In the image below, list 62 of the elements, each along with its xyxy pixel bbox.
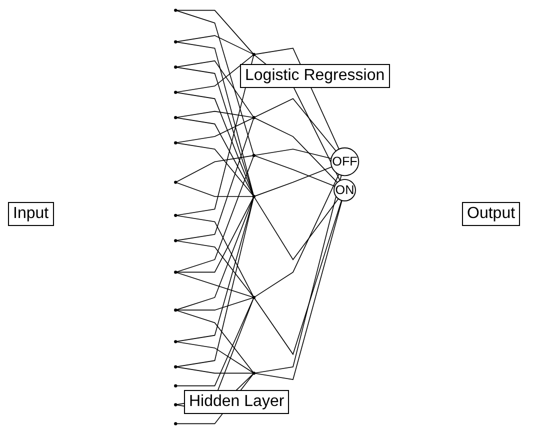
node-circle: OFF	[330, 147, 360, 176]
connector	[254, 148, 332, 159]
connector	[176, 197, 254, 310]
node-circle	[252, 194, 256, 198]
node-circle	[174, 239, 178, 242]
connector	[254, 98, 336, 152]
node-circle	[174, 340, 178, 344]
connector	[176, 118, 254, 144]
connector	[176, 310, 254, 373]
connector	[176, 110, 254, 118]
connector	[254, 166, 332, 196]
connector	[176, 10, 254, 54]
node-circle	[174, 141, 178, 144]
connector	[176, 117, 254, 196]
text-label: Hidden Layer	[184, 390, 290, 414]
connector	[254, 174, 340, 298]
connector	[176, 118, 254, 241]
node-circle	[174, 8, 178, 12]
node-circle	[252, 154, 256, 158]
node-circle	[174, 180, 178, 184]
connector	[176, 341, 254, 373]
node-circle	[174, 40, 178, 44]
connector	[176, 142, 254, 196]
node-circle	[174, 270, 178, 274]
node-circle	[174, 365, 178, 368]
node-circle	[174, 90, 178, 94]
connector	[176, 92, 254, 196]
node-circle: ON	[334, 178, 356, 202]
connector	[176, 60, 254, 117]
connector	[176, 66, 254, 196]
connector	[254, 118, 338, 183]
node-circle	[174, 116, 178, 120]
connector	[176, 240, 254, 297]
node-circle	[174, 384, 178, 388]
connector	[176, 197, 254, 273]
connector	[176, 182, 254, 197]
connector	[176, 155, 254, 182]
text-label: Logistic Regression	[240, 64, 390, 88]
connector	[176, 297, 254, 310]
connector	[254, 174, 342, 374]
connector	[176, 42, 254, 196]
node-circle	[174, 66, 178, 69]
node-circle	[252, 372, 256, 375]
node-circle	[252, 296, 256, 300]
connector	[254, 155, 336, 187]
node-circle	[174, 403, 178, 406]
text-label: Output	[462, 202, 520, 226]
connector	[176, 156, 254, 272]
connector	[176, 10, 254, 155]
connector	[176, 272, 254, 298]
node-circle	[252, 116, 256, 120]
node-circle	[252, 52, 256, 56]
node-circle	[174, 214, 178, 217]
connector	[176, 54, 254, 93]
connector	[176, 298, 254, 386]
connector	[254, 197, 339, 260]
connector	[176, 35, 254, 54]
text-label: Input	[8, 202, 54, 226]
node-circle	[174, 308, 178, 312]
node-circle	[174, 422, 178, 426]
connector	[176, 366, 254, 374]
connector	[176, 215, 254, 297]
